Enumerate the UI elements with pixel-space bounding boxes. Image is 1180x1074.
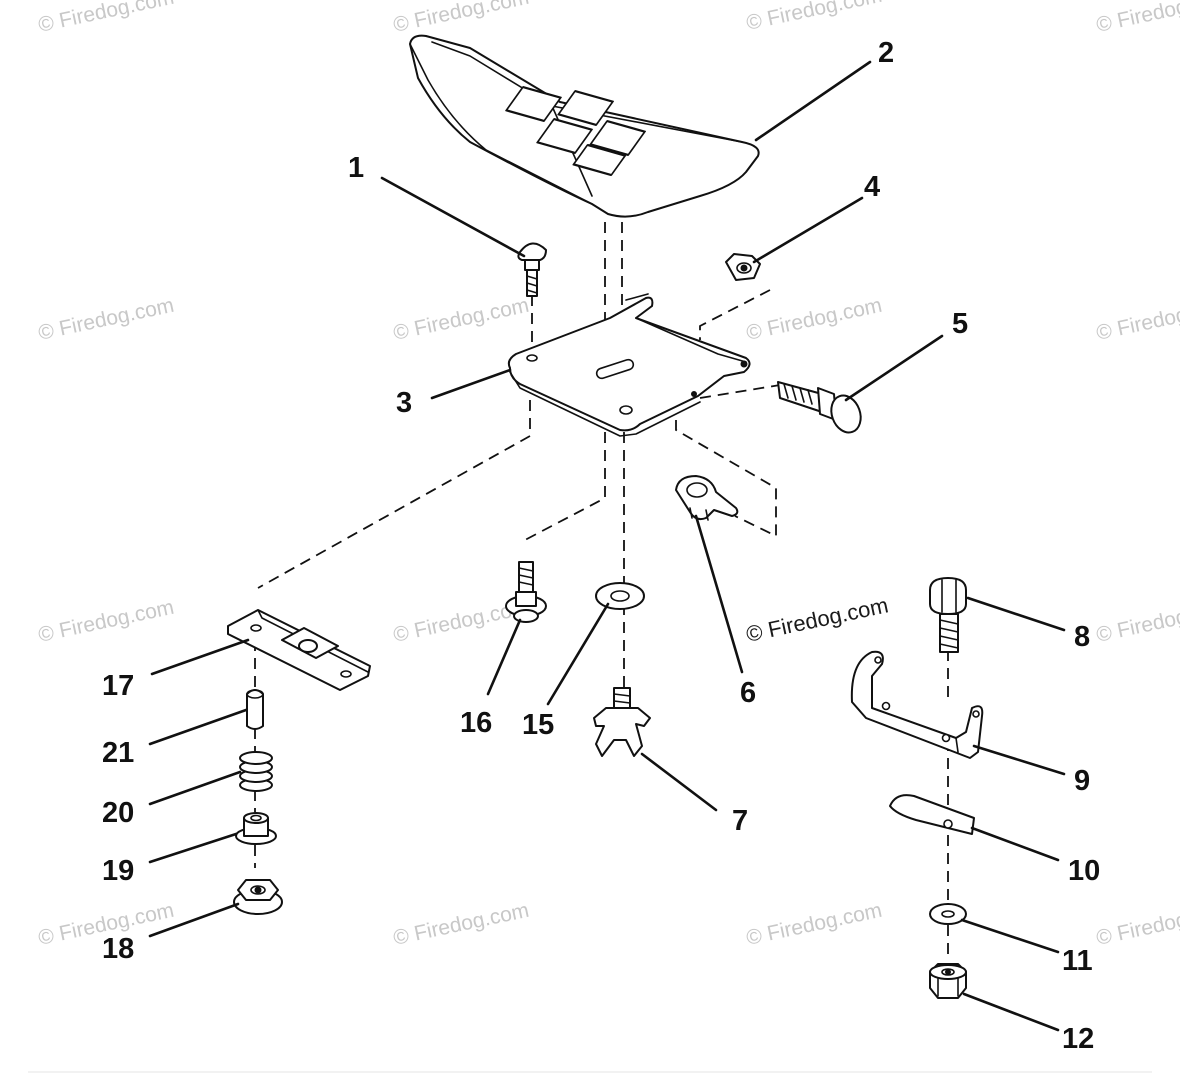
callout-9: 9 (1074, 765, 1090, 797)
flat-washer-part (595, 582, 645, 610)
callout-15: 15 (522, 709, 554, 741)
callout-18: 18 (102, 933, 134, 965)
callout-numbers: 1 2 3 4 5 6 7 8 9 10 11 12 15 16 17 18 1… (102, 37, 1100, 1055)
callout-10: 10 (1068, 855, 1100, 887)
watermark-text: © Firedog.com (391, 0, 531, 37)
callout-8: 8 (1074, 621, 1090, 653)
watermark-text: © Firedog.com (36, 596, 176, 647)
callout-1: 1 (348, 152, 364, 184)
callout-11: 11 (1062, 945, 1093, 977)
seat-pad (589, 120, 646, 156)
seat-pan-plate-part (507, 293, 751, 437)
callout-20: 20 (102, 797, 134, 829)
seat-pad (572, 143, 627, 177)
watermark-text: © Firedog.com (1094, 596, 1180, 647)
watermark-text: © Firedog.com (36, 0, 176, 37)
seat-pad (505, 86, 562, 122)
hex-nut-part (725, 253, 761, 281)
callout-2: 2 (878, 37, 894, 69)
leader-lines (148, 60, 1066, 1032)
watermark-text: © Firedog.com (744, 294, 884, 345)
watermark-text: © Firedog.com (744, 899, 884, 950)
watermark-text: © Firedog.com (391, 899, 531, 950)
lock-washer-part (929, 903, 967, 925)
callout-17: 17 (102, 670, 134, 702)
flange-bolt-part (505, 561, 547, 623)
watermark-text: © Firedog.com (744, 0, 884, 35)
spring-part (239, 751, 273, 792)
bushing-part (235, 812, 277, 845)
carriage-bolt-part (517, 242, 547, 297)
callout-4: 4 (864, 171, 880, 203)
clip-plate-part (889, 794, 975, 835)
hex-bolt-part (929, 577, 967, 653)
lock-nut-part (929, 963, 967, 999)
watermark-text-dark: © Firedog.com (744, 592, 891, 647)
shoulder-bolt-part (777, 381, 862, 434)
mounting-bracket-part (850, 650, 984, 759)
flange-nut-part (233, 879, 283, 915)
watermark-text: © Firedog.com (1094, 0, 1180, 37)
callout-21: 21 (102, 737, 134, 769)
cable-clip-part (675, 475, 739, 521)
seat-pad (536, 118, 593, 154)
seat-pad (557, 90, 614, 126)
callout-7: 7 (732, 805, 748, 837)
watermark-text: © Firedog.com (391, 294, 531, 345)
callout-16: 16 (460, 707, 492, 739)
seat-slide-bracket-part (227, 609, 371, 691)
pin-part (246, 689, 264, 730)
callout-6: 6 (740, 677, 756, 709)
seat-part (409, 34, 760, 218)
watermark-text: © Firedog.com (1094, 294, 1180, 345)
callout-12: 12 (1062, 1023, 1094, 1055)
watermark-text: © Firedog.com (36, 294, 176, 345)
callout-5: 5 (952, 308, 968, 340)
seat-knob-part (593, 687, 651, 757)
callout-3: 3 (396, 387, 412, 419)
callout-19: 19 (102, 855, 134, 887)
watermark-text: © Firedog.com (1094, 899, 1180, 950)
assembly-dashed-lines (254, 222, 949, 955)
